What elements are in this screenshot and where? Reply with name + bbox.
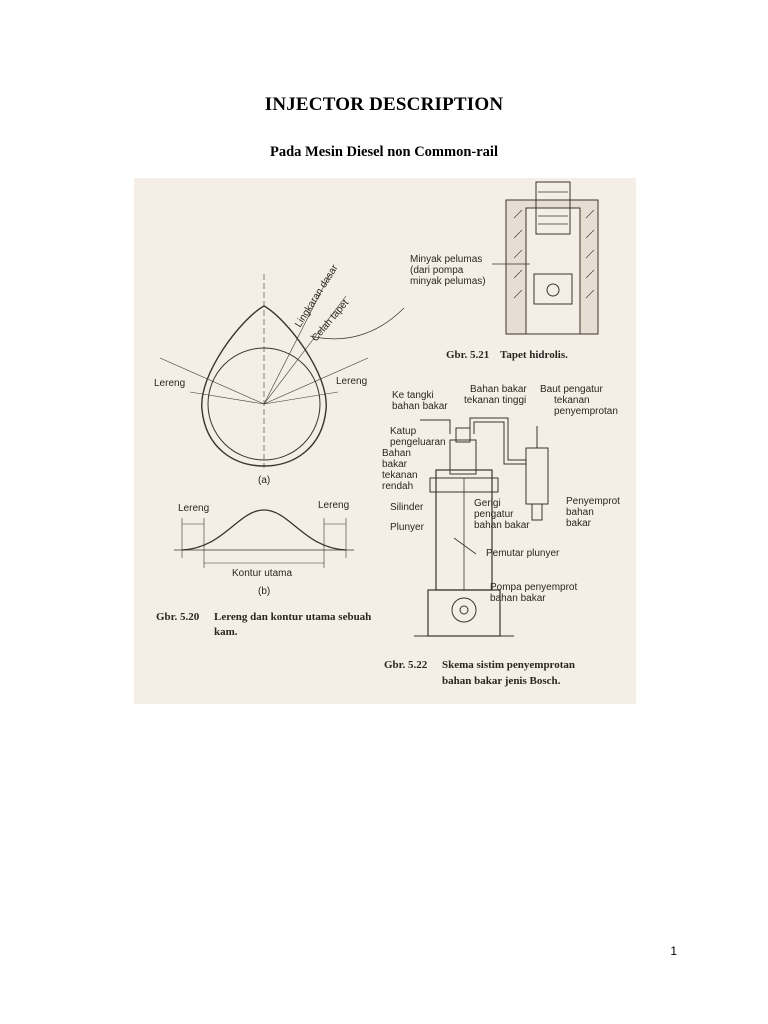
bosch-injector-1: Penyemprot bbox=[566, 496, 620, 507]
bosch-hp-fuel-2: tekanan tinggi bbox=[464, 395, 526, 406]
cam-label-flank-left: Lereng bbox=[154, 378, 185, 389]
bosch-cylinder: Silinder bbox=[390, 502, 424, 513]
bosch-adj-bolt-3: penyemprotan bbox=[554, 406, 618, 417]
bosch-hp-fuel-1: Bahan bakar bbox=[470, 384, 527, 395]
bosch-to-tank-2: bahan bakar bbox=[392, 401, 448, 412]
bosch-valve-1: Katup bbox=[390, 426, 417, 437]
page-subtitle: Pada Mesin Diesel non Common-rail bbox=[270, 144, 498, 160]
bosch-lp-fuel-2: bakar bbox=[382, 459, 408, 470]
bosch-adj-bolt-2: tekanan bbox=[554, 395, 590, 406]
caption-5-21-text: Tapet hidrolis. bbox=[500, 349, 568, 361]
caption-5-20-line1: Lereng dan kontur utama sebuah bbox=[214, 611, 371, 623]
bosch-lp-fuel-1: Bahan bbox=[382, 448, 411, 459]
bosch-injector-3: bakar bbox=[566, 518, 592, 529]
profile-label-flank-left: Lereng bbox=[178, 503, 209, 514]
profile-label-main: Kontur utama bbox=[232, 568, 292, 579]
bosch-lp-fuel-4: rendah bbox=[382, 481, 413, 492]
bosch-injector-2: bahan bbox=[566, 507, 594, 518]
bosch-gear-3: bahan bakar bbox=[474, 520, 530, 531]
caption-5-21-number: Gbr. 5.21 bbox=[446, 349, 489, 361]
cam-profile-diagram bbox=[174, 509, 354, 568]
page-number: 1 bbox=[670, 944, 677, 958]
bosch-to-tank-1: Ke tangki bbox=[392, 390, 434, 401]
page-title: INJECTOR DESCRIPTION bbox=[264, 94, 504, 115]
caption-5-20-number: Gbr. 5.20 bbox=[156, 611, 200, 623]
cam-label-flank-right: Lereng bbox=[336, 376, 367, 387]
bosch-pump-2: bahan bakar bbox=[490, 593, 546, 604]
cam-diagram bbox=[159, 273, 405, 468]
cam-tag-a: (a) bbox=[258, 475, 270, 486]
figure-drawing: Lingkaran dasar Celah tapet Lereng Leren… bbox=[154, 181, 620, 687]
tappet-oil-line3: minyak pelumas) bbox=[410, 276, 486, 287]
caption-5-22-number: Gbr. 5.22 bbox=[384, 659, 428, 671]
bosch-gear-2: pengatur bbox=[474, 509, 514, 520]
caption-5-22-line1: Skema sistim penyemprotan bbox=[442, 659, 575, 671]
profile-tag-b: (b) bbox=[258, 586, 270, 597]
tappet-oil-line2: (dari pompa bbox=[410, 265, 464, 276]
caption-5-20-line2: kam. bbox=[214, 626, 238, 638]
bosch-plunger-rotator: Pemutar plunyer bbox=[486, 548, 560, 559]
bosch-system-diagram bbox=[414, 417, 549, 637]
bosch-valve-2: pengeluaran bbox=[390, 437, 446, 448]
bosch-gear-1: Gerigi bbox=[474, 498, 501, 509]
profile-label-flank-right: Lereng bbox=[318, 500, 349, 511]
bosch-lp-fuel-3: tekanan bbox=[382, 470, 418, 481]
bosch-plunger: Plunyer bbox=[390, 522, 425, 533]
scanned-figure: Lingkaran dasar Celah tapet Lereng Leren… bbox=[134, 178, 636, 704]
tappet-oil-line1: Minyak pelumas bbox=[410, 254, 482, 265]
bosch-pump-1: Pompa penyemprot bbox=[490, 582, 577, 593]
bosch-adj-bolt-1: Baut pengatur bbox=[540, 384, 603, 395]
hydraulic-tappet-diagram bbox=[492, 181, 599, 335]
caption-5-22-line2: bahan bakar jenis Bosch. bbox=[442, 675, 561, 687]
